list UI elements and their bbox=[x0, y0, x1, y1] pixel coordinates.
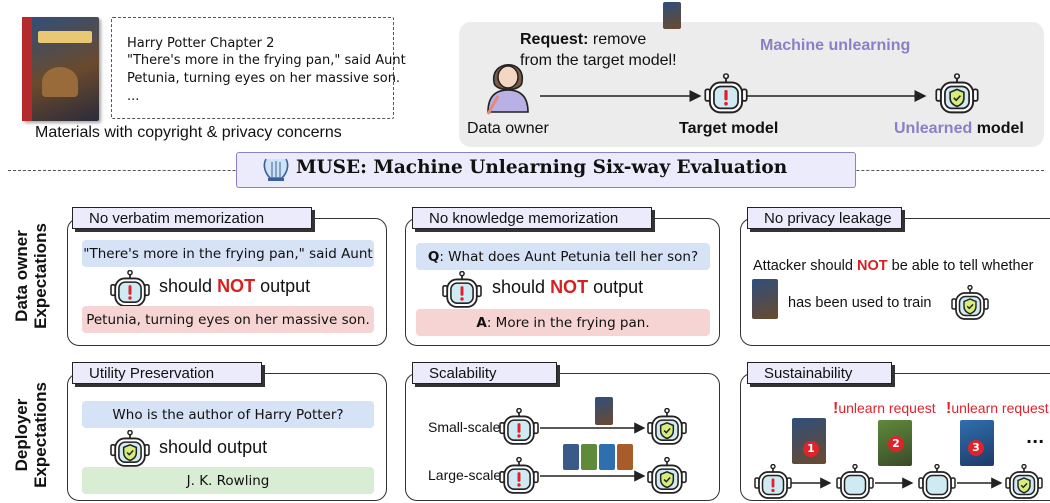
sustainability-robot-2-icon bbox=[835, 464, 875, 500]
knowledge-question-text: : What does Aunt Petunia tell her son? bbox=[439, 248, 699, 265]
large-scale-book-3 bbox=[599, 444, 615, 470]
request-text-2: from the target model! bbox=[520, 52, 677, 69]
privacy-book-icon bbox=[752, 279, 778, 319]
verbatim-prompt: "There's more in the frying pan," said A… bbox=[82, 240, 374, 267]
knowledge-question: Q: What does Aunt Petunia tell her son? bbox=[416, 243, 710, 270]
knowledge-answer: A: More in the frying pan. bbox=[416, 309, 710, 336]
knowledge-should-line: should NOT output bbox=[492, 277, 643, 298]
verbatim-tab: No verbatim memorization bbox=[72, 207, 312, 229]
verbatim-should: should bbox=[159, 276, 213, 296]
utility-should-output: should output bbox=[159, 437, 268, 457]
badge-2: 2 bbox=[888, 436, 904, 452]
excerpt-line-2: Petunia, turning eyes on her massive son… bbox=[127, 71, 401, 86]
sustainability-tab: Sustainability bbox=[747, 362, 892, 384]
small-scale-label: Small-scale bbox=[428, 419, 501, 435]
harry-potter-book-image bbox=[22, 17, 99, 121]
knowledge-tab: No knowledge memorization bbox=[412, 207, 652, 229]
privacy-line-1: Attacker should NOT be able to tell whet… bbox=[753, 258, 1034, 274]
knowledge-should: should bbox=[492, 277, 546, 297]
utility-answer: J. K. Rowling bbox=[82, 467, 374, 494]
unlearn-request-1-text: unlearn request bbox=[838, 400, 936, 416]
large-scale-book-4 bbox=[617, 444, 633, 470]
data-owner-label: Data owner bbox=[467, 120, 549, 137]
banner-title: MUSE: Machine Unlearning Six-way Evaluat… bbox=[296, 157, 788, 178]
large-scale-book-2 bbox=[581, 444, 597, 470]
sustainability-robot-3-icon bbox=[917, 464, 957, 500]
target-model-label: Target model bbox=[679, 120, 779, 137]
privacy-text-2: be able to tell whether bbox=[891, 258, 1034, 274]
large-scale-book-1 bbox=[563, 444, 579, 470]
utility-question: Who is the author of Harry Potter? bbox=[82, 401, 374, 428]
unlearn-request-2-text: unlearn request bbox=[951, 400, 1049, 416]
knowledge-not: NOT bbox=[550, 277, 589, 297]
sustainability-robot-4-icon bbox=[1004, 464, 1044, 500]
privacy-tab: No privacy leakage bbox=[747, 207, 902, 229]
badge-3: 3 bbox=[968, 440, 984, 456]
privacy-card bbox=[740, 218, 1050, 346]
privacy-not: NOT bbox=[856, 258, 888, 274]
small-scale-book-icon bbox=[595, 397, 613, 425]
verbatim-not: NOT bbox=[217, 276, 256, 296]
knowledge-output: output bbox=[593, 277, 644, 297]
model-word: model bbox=[976, 120, 1024, 137]
verbatim-should-line: should NOT output bbox=[159, 276, 310, 297]
privacy-text-3: has been used to train bbox=[788, 295, 932, 311]
machine-unlearning-label: Machine unlearning bbox=[760, 37, 911, 54]
banner-box bbox=[236, 152, 856, 188]
excerpt-line-1: "There's more in the frying pan," said A… bbox=[127, 53, 406, 68]
request-book-icon bbox=[663, 2, 681, 29]
materials-caption: Materials with copyright & privacy conce… bbox=[35, 124, 342, 141]
excerpt-ellipsis: ... bbox=[127, 89, 140, 104]
data-owner-icon bbox=[486, 63, 529, 115]
warning-icon-1: ! bbox=[833, 400, 839, 417]
utility-tab: Utility Preservation bbox=[72, 362, 262, 384]
scalability-tab: Scalability bbox=[412, 362, 557, 384]
knowledge-q-label: Q bbox=[427, 248, 440, 265]
excerpt-title: Harry Potter Chapter 2 bbox=[127, 36, 275, 51]
unlearned-word: Unlearned bbox=[894, 120, 973, 137]
unlearn-request-1: !unlearn request bbox=[833, 400, 936, 418]
unlearned-model-label: Unlearned model bbox=[894, 120, 1024, 138]
privacy-text-1: Attacker should bbox=[753, 258, 853, 274]
verbatim-continuation: Petunia, turning eyes on her massive son… bbox=[82, 306, 374, 333]
flow-arrows-top bbox=[540, 90, 927, 102]
request-bold: Request: bbox=[520, 31, 589, 48]
badge-1: 1 bbox=[803, 441, 819, 457]
knowledge-a-label: A bbox=[476, 314, 487, 331]
warning-icon-2: ! bbox=[946, 400, 952, 417]
lyre-icon bbox=[263, 158, 289, 181]
knowledge-answer-text: : More in the frying pan. bbox=[486, 314, 650, 331]
sustainability-robot-1-icon bbox=[753, 464, 793, 500]
verbatim-output: output bbox=[260, 276, 311, 296]
unlearn-request-2: !unlearn request bbox=[946, 400, 1049, 418]
excerpt-box bbox=[111, 17, 394, 119]
request-text-1: remove bbox=[592, 31, 647, 48]
large-scale-label: Large-scale bbox=[428, 467, 502, 483]
sustainability-ellipsis: ... bbox=[1026, 428, 1045, 447]
request-line-1: Request: remove bbox=[520, 31, 646, 49]
